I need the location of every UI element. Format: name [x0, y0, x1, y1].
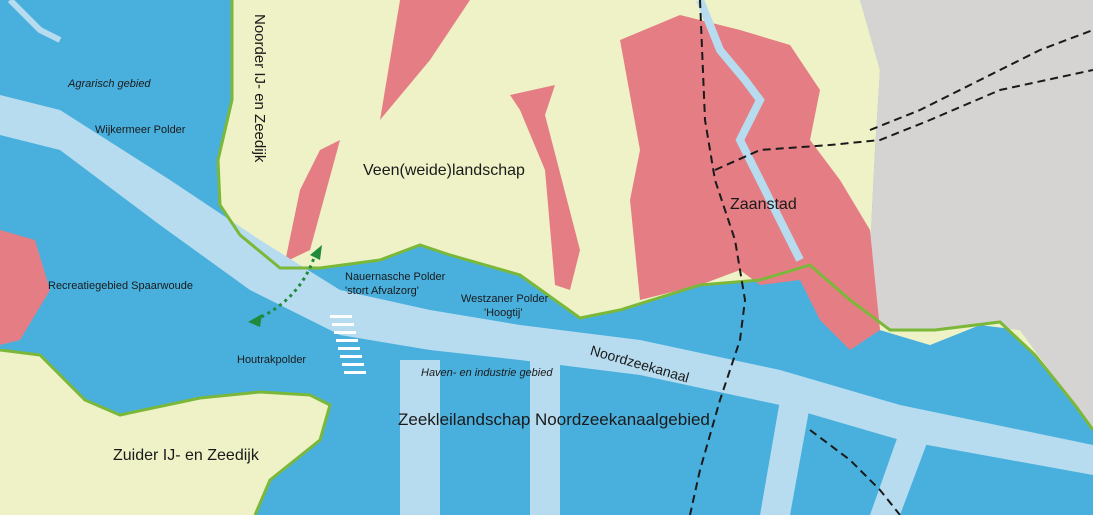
ecological-connection-arrow: [254, 254, 317, 322]
railway-line-1: [689, 0, 747, 515]
label-nauernasche-polder: Nauernasche Polder: [345, 271, 446, 283]
urban-strip-1: [380, 0, 470, 120]
railway-line-3: [869, 29, 1093, 131]
harbour-basin-2: [530, 360, 560, 515]
western-channel: [7, 0, 62, 43]
zuider-land: [0, 350, 330, 515]
urban-strip-3: [510, 85, 580, 290]
marina-strips: [330, 315, 366, 374]
urban-strip-2: [285, 140, 340, 262]
noorder-dike-line: [216, 0, 1093, 431]
arrow-head-south: [248, 314, 262, 327]
label-recreatiegebied-spaarwoude: Recreatiegebied Spaarwoude: [48, 280, 193, 292]
grey-urban-area: [860, 0, 1093, 430]
label-haven-industrie: Haven- en industrie gebied: [421, 367, 553, 379]
railway-line-4: [809, 429, 901, 515]
urban-west: [0, 230, 50, 345]
zaan-river: [696, 0, 804, 262]
label-agrarisch-gebied: Agrarisch gebied: [68, 78, 151, 90]
harbour-basin-4: [870, 430, 930, 515]
noordzeekanaal-canal: [0, 95, 1093, 475]
harbour-basin-3: [760, 400, 810, 515]
label-zaanstad: Zaanstad: [730, 196, 797, 213]
arrow-head-north: [310, 245, 322, 260]
label-zuider-dijk: Zuider IJ- en Zeedijk: [113, 447, 259, 464]
label-houtrakpolder: Houtrakpolder: [237, 354, 307, 366]
railway-line-2: [714, 69, 1093, 171]
label-noorder-dijk: Noorder IJ- en Zeedijk: [251, 14, 268, 163]
label-wijkermeer-polder: Wijkermeer Polder: [95, 124, 186, 136]
harbour-basin-1: [400, 360, 440, 515]
zuider-dike-line: [0, 348, 332, 515]
label-veenweidelandschap: Veen(weide)landschap: [363, 162, 525, 179]
urban-zaanstad: [620, 15, 880, 350]
label-zeekleilandschap: Zeekleilandschap Noordzeekanaalgebied: [398, 410, 710, 429]
label-stort-afvalzorg: 'stort Afvalzorg': [345, 285, 419, 297]
label-hoogtij: 'Hoogtij': [484, 307, 523, 319]
label-westzaner-polder: Westzaner Polder: [461, 293, 549, 305]
